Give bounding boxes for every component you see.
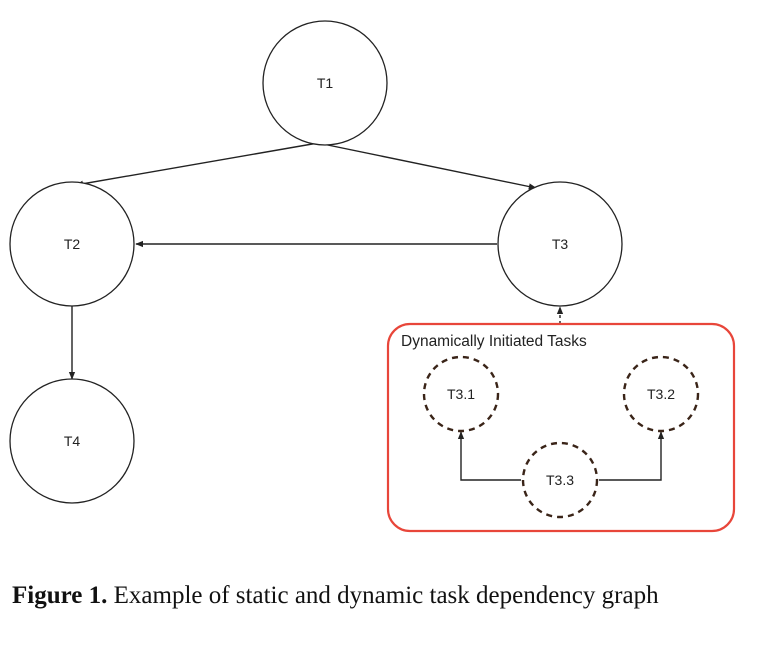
node-t3.3: T3.3 <box>521 441 599 519</box>
node-t3-label: T3 <box>552 236 569 252</box>
dynamic-tasks-group-label: Dynamically Initiated Tasks <box>401 333 587 350</box>
edge-t1-t3 <box>317 142 537 190</box>
node-t1-label: T1 <box>317 75 334 91</box>
node-t3.2-label: T3.2 <box>647 386 675 402</box>
figure-label: Figure 1. <box>12 582 108 609</box>
node-t2-label: T2 <box>64 236 81 252</box>
node-t3.3-label: T3.3 <box>546 472 574 488</box>
task-dependency-diagram: T1 T2 T3 T4 Dynamically Initiated Tasks … <box>9 20 736 533</box>
node-t4-label: T4 <box>64 433 81 449</box>
node-t3: T3 <box>497 181 623 307</box>
node-t2: T2 <box>9 181 135 307</box>
figure-caption-text: Example of static and dynamic task depen… <box>113 582 659 609</box>
node-t3.2: T3.2 <box>622 355 700 433</box>
edge-t3.3-t3.1 <box>457 431 521 481</box>
dynamic-tasks-group <box>386 322 736 533</box>
figure-caption: Figure 1. Example of static and dynamic … <box>12 578 752 614</box>
node-t3.1-label: T3.1 <box>447 386 475 402</box>
node-t3.1: T3.1 <box>422 355 500 433</box>
node-t1: T1 <box>262 20 388 146</box>
edge-t1-t2 <box>75 142 319 187</box>
edge-t3.3-t3.2 <box>599 431 665 481</box>
node-t4: T4 <box>9 378 135 504</box>
